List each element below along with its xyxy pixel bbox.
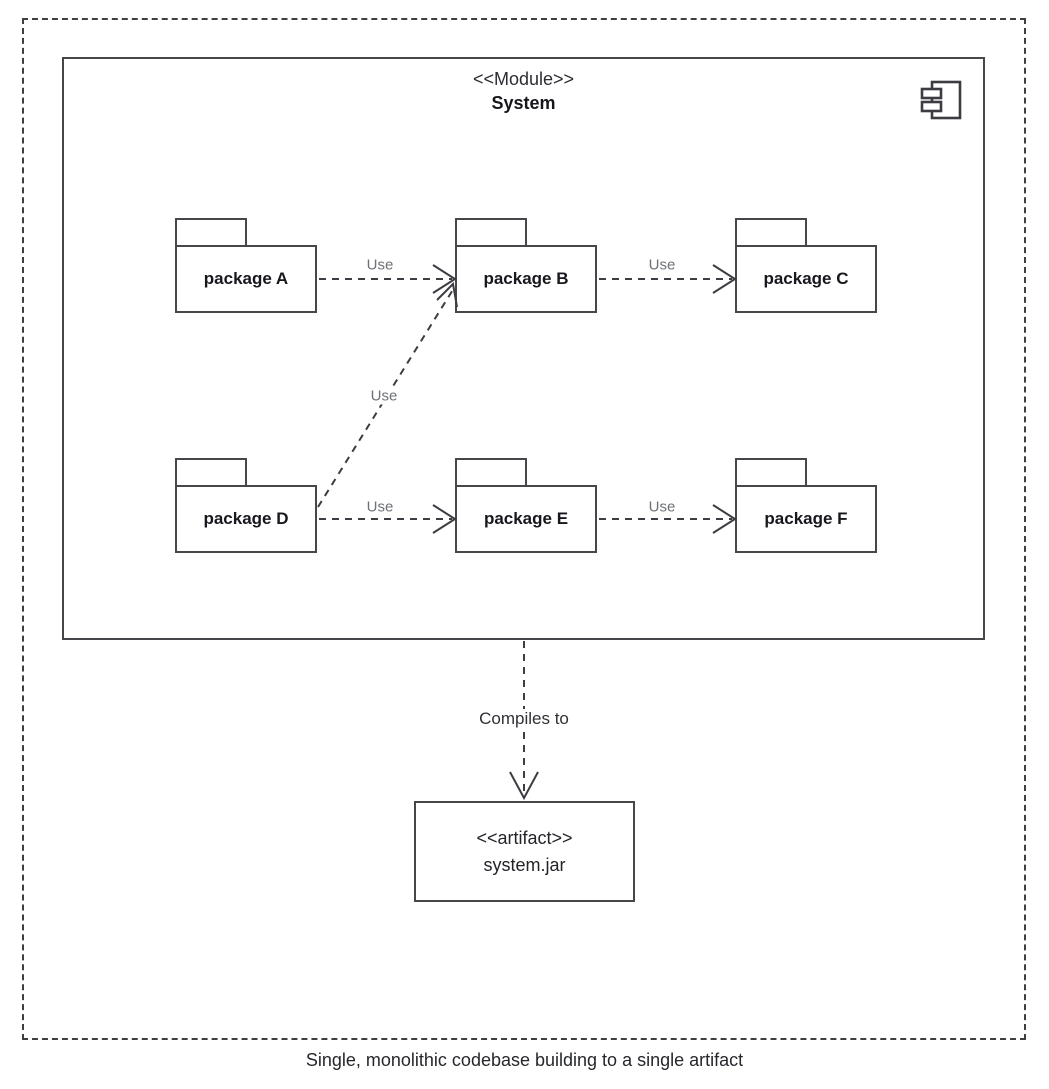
diagram-caption: Single, monolithic codebase building to … — [305, 1050, 744, 1070]
package-node-f[interactable]: package F — [735, 458, 877, 553]
package-node-a[interactable]: package A — [175, 218, 317, 313]
package-body: package F — [735, 485, 877, 553]
package-label: package E — [483, 509, 569, 528]
package-node-e[interactable]: package E — [455, 458, 597, 553]
package-label: package C — [763, 269, 849, 288]
package-label: package D — [203, 509, 289, 528]
package-label: package B — [483, 269, 569, 288]
dependency-label-d-e: Use — [363, 498, 397, 516]
artifact-stereotype: <<artifact>> — [476, 828, 573, 849]
component-icon — [919, 78, 965, 122]
package-node-d[interactable]: package D — [175, 458, 317, 553]
package-tab — [455, 218, 527, 246]
package-body: package D — [175, 485, 317, 553]
package-tab — [455, 458, 527, 486]
package-body: package E — [455, 485, 597, 553]
package-tab — [735, 218, 807, 246]
package-node-b[interactable]: package B — [455, 218, 597, 313]
module-header: <<Module>> System — [64, 67, 983, 116]
package-tab — [175, 218, 247, 246]
dependency-label-d-b: Use — [367, 387, 401, 405]
package-body: package A — [175, 245, 317, 313]
package-body: package B — [455, 245, 597, 313]
artifact-node[interactable]: <<artifact>> system.jar — [414, 801, 635, 902]
package-body: package C — [735, 245, 877, 313]
compiles-to-label: Compiles to — [476, 709, 572, 729]
dependency-label-b-c: Use — [645, 256, 679, 274]
dependency-label-e-f: Use — [645, 498, 679, 516]
dependency-label-a-b: Use — [363, 256, 397, 274]
outer-boundary — [22, 18, 1026, 1040]
package-label: package F — [764, 509, 848, 528]
package-tab — [175, 458, 247, 486]
artifact-name: system.jar — [483, 854, 566, 875]
package-tab — [735, 458, 807, 486]
module-name: System — [491, 93, 556, 114]
module-stereotype: <<Module>> — [472, 69, 575, 89]
package-label: package A — [203, 269, 289, 288]
package-node-c[interactable]: package C — [735, 218, 877, 313]
